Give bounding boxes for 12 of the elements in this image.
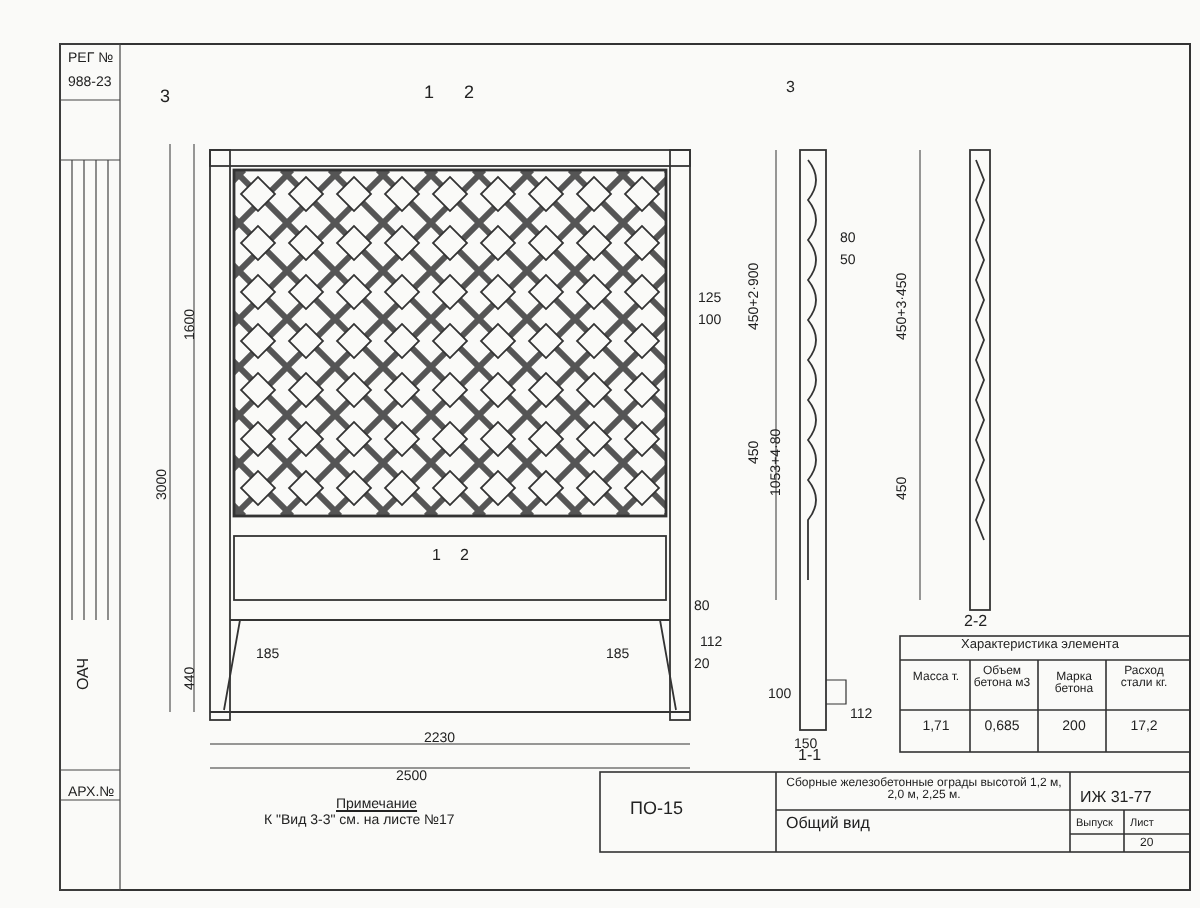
section-mark: 3 [786, 80, 795, 97]
section-mark: 2 [460, 548, 469, 565]
section-mark: 3 [160, 88, 171, 107]
section-mark: 2 [464, 84, 475, 103]
drawing-code: ПО-15 [630, 800, 683, 819]
stamp-text: ОАЧ [76, 657, 93, 690]
drawing-code: ИЖ 31-77 [1080, 790, 1152, 807]
section-mark: 1-1 [798, 748, 822, 765]
section-mark: 1 [424, 84, 435, 103]
title-text: Общий вид [786, 816, 870, 833]
section-mark: 1 [432, 548, 441, 565]
section-mark: 2-2 [964, 614, 988, 631]
